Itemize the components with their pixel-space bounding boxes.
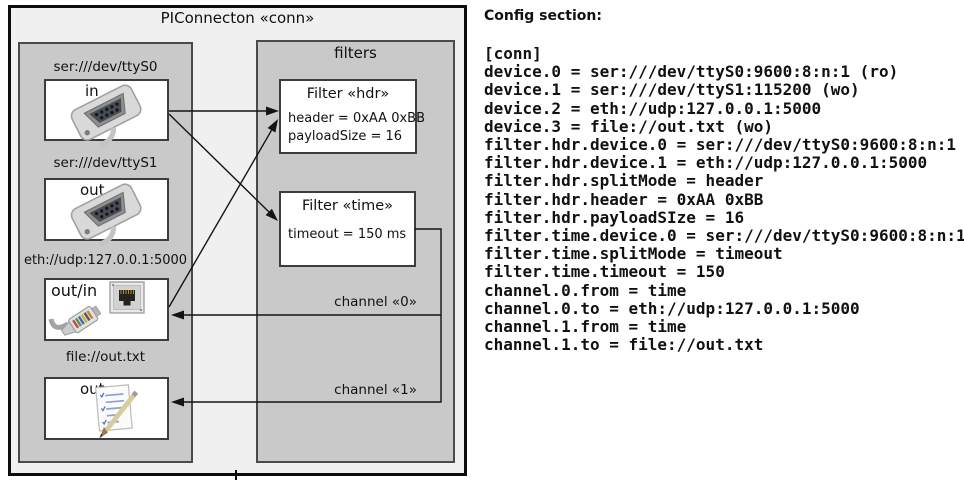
- diagram-title: PIConnecton «conn»: [160, 9, 315, 27]
- bottom-border-notch: [235, 470, 237, 480]
- filter-box-hdr: Filter «hdr» header = 0xAA 0xBB payloadS…: [279, 79, 426, 154]
- device-direction-label: out: [80, 181, 105, 199]
- device-box-file: out: [44, 377, 169, 440]
- filters-panel-title: filters: [334, 44, 377, 62]
- device-box-ttyS0: in: [44, 79, 169, 141]
- device-direction-label: in: [85, 82, 99, 100]
- device-box-eth: out/in: [44, 278, 169, 341]
- channel-0-label: channel «0»: [334, 294, 417, 310]
- config-section-text: [conn] device.0 = ser:///dev/ttyS0:9600:…: [484, 44, 964, 355]
- channel-1-label: channel «1»: [334, 382, 417, 398]
- device-uri-label: eth://udp:127.0.0.1:5000: [23, 253, 188, 268]
- device-box-ttyS1: out: [44, 178, 169, 241]
- device-uri-label: ser:///dev/ttyS0: [53, 59, 158, 75]
- filter-property: timeout = 150 ms: [288, 227, 407, 242]
- filter-property: payloadSize = 16: [288, 128, 403, 144]
- filter-title: Filter «time»: [301, 198, 394, 214]
- config-section-heading: Config section:: [484, 8, 602, 24]
- filter-box-time: Filter «time» timeout = 150 ms: [279, 191, 416, 267]
- device-direction-label: out/in: [51, 281, 98, 300]
- device-uri-label: file://out.txt: [65, 349, 146, 365]
- filter-property: header = 0xAA 0xBB: [288, 111, 426, 126]
- filter-title: Filter «hdr»: [306, 86, 390, 102]
- device-uri-label: ser:///dev/ttyS1: [53, 155, 158, 171]
- ethernet-icon: [48, 281, 145, 339]
- document-pen-icon: [91, 383, 143, 439]
